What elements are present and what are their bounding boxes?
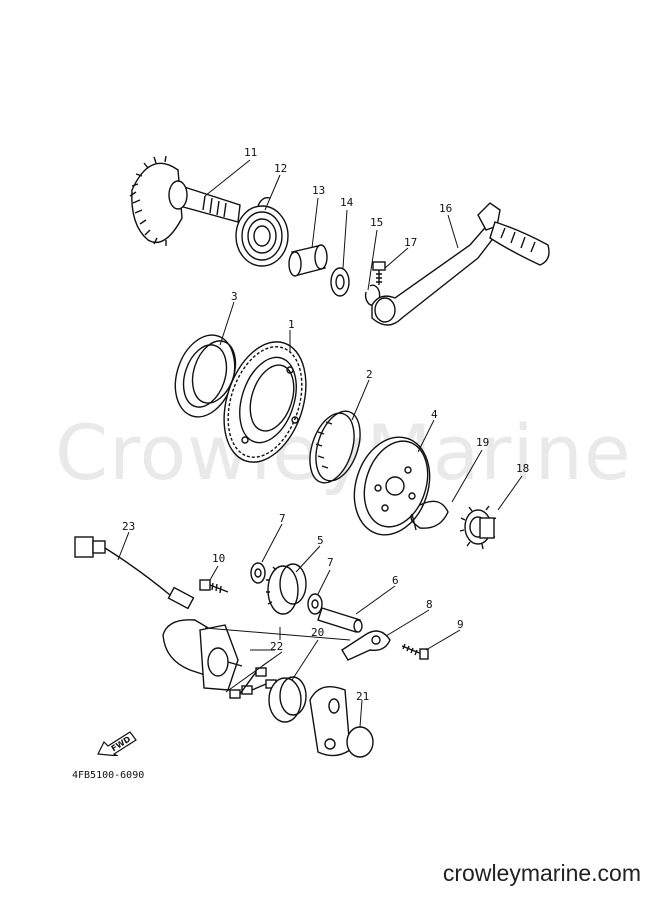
label-6: 6 <box>392 574 399 587</box>
label-20: 20 <box>311 626 324 639</box>
label-19: 19 <box>476 436 489 449</box>
label-23: 23 <box>122 520 135 533</box>
label-22: 22 <box>270 640 283 653</box>
label-7-upper: 7 <box>279 512 286 525</box>
label-5: 5 <box>317 534 324 547</box>
part-8-plate <box>341 630 391 661</box>
label-7-lower: 7 <box>327 556 334 569</box>
starter-motor <box>162 619 243 691</box>
label-8: 8 <box>426 598 433 611</box>
part-11-kick-shaft <box>129 155 241 246</box>
label-11: 11 <box>244 146 257 159</box>
label-18: 18 <box>516 462 529 475</box>
part-19-circlip <box>410 500 449 531</box>
part-12-spring <box>235 196 289 267</box>
part-21-cover <box>309 686 374 758</box>
part-10-bolt <box>199 579 229 594</box>
part-1-starter-wheel-gear <box>223 341 307 463</box>
part-7-washer-upper <box>250 562 266 584</box>
part-6-shaft <box>317 607 363 633</box>
part-20-oil-seal <box>268 676 307 723</box>
label-13: 13 <box>312 184 325 197</box>
part-4-clutch-housing <box>353 436 431 536</box>
fwd-arrow-icon: FWD <box>96 728 138 760</box>
footer-site-name: crowleymarine.com <box>442 860 641 886</box>
part-14-washer <box>330 267 350 297</box>
reference-code: 4FB5100-6090 <box>72 770 145 781</box>
part-16-kick-crank <box>371 202 550 326</box>
part-number-labels: 11 12 13 14 15 17 16 3 1 2 4 19 18 23 7 … <box>122 146 529 703</box>
part-23-lead-wire <box>74 536 195 610</box>
label-14: 14 <box>340 196 354 209</box>
label-9: 9 <box>457 618 464 631</box>
part-17-bolt <box>372 261 386 285</box>
leader-lines <box>117 159 523 728</box>
label-15: 15 <box>370 216 383 229</box>
label-1: 1 <box>288 318 295 331</box>
label-12: 12 <box>274 162 287 175</box>
label-2: 2 <box>366 368 373 381</box>
label-3: 3 <box>231 290 238 303</box>
label-21: 21 <box>356 690 369 703</box>
part-13-bush <box>288 244 328 277</box>
part-3-oil-seal <box>174 334 237 418</box>
label-17: 17 <box>404 236 417 249</box>
part-18-idler-gear <box>459 505 497 550</box>
label-10: 10 <box>212 552 225 565</box>
label-16: 16 <box>439 202 452 215</box>
part-7-washer-lower <box>307 593 323 615</box>
label-4: 4 <box>431 408 438 421</box>
part-9-screw <box>401 643 429 660</box>
part-5-idler-gear <box>266 563 307 615</box>
part-2-one-way-clutch <box>309 410 361 484</box>
